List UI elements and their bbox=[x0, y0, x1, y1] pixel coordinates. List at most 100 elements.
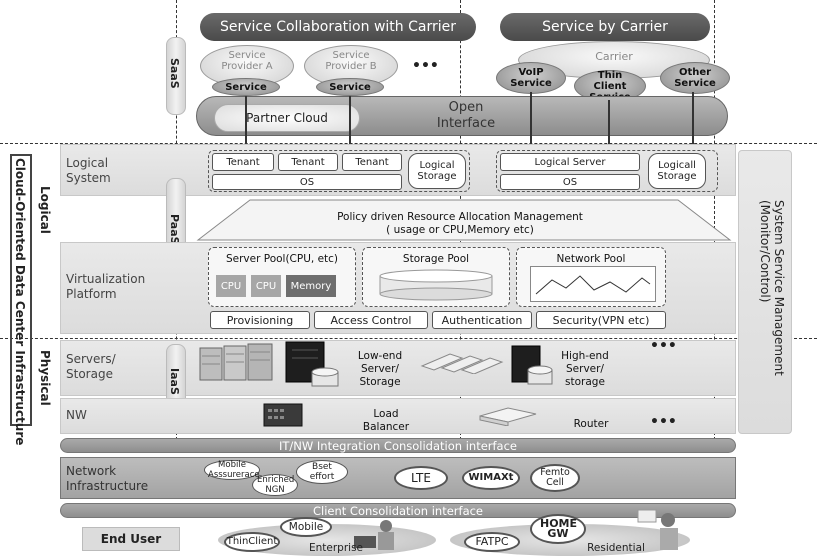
lte-oval: LTE bbox=[394, 466, 448, 490]
header-carrier-service: Service by Carrier bbox=[500, 13, 710, 41]
carrier-label: Carrier bbox=[595, 49, 633, 63]
cpu-box-1: CPU bbox=[216, 275, 246, 297]
logical-storage-right: Logicall Storage bbox=[648, 153, 706, 189]
storage-pool-label: Storage Pool bbox=[402, 253, 470, 265]
best-effort-oval: Bset effort bbox=[296, 460, 348, 484]
os-box-left: OS bbox=[212, 174, 402, 190]
end-user-box: End User bbox=[82, 527, 180, 551]
logical-server: Logical Server bbox=[500, 153, 640, 171]
connector bbox=[349, 96, 351, 152]
femto-cell-oval: Femto Cell bbox=[530, 464, 580, 492]
connector bbox=[245, 96, 247, 152]
lte-label: LTE bbox=[411, 471, 431, 485]
load-balancer-image bbox=[263, 403, 303, 427]
mobile-label: Mobile bbox=[288, 521, 324, 533]
header-collab: Service Collaboration with Carrier bbox=[200, 13, 476, 41]
cpu-1-label: CPU bbox=[220, 280, 242, 292]
memory-box: Memory bbox=[286, 275, 336, 297]
nw-band bbox=[60, 398, 736, 434]
security-box: Security(VPN etc) bbox=[536, 311, 666, 329]
connector bbox=[692, 92, 694, 152]
guide-line-right bbox=[714, 0, 715, 440]
enterprise-person-icon bbox=[354, 520, 394, 550]
low-end-storage-image bbox=[285, 341, 339, 387]
tenant-2-label: Tenant bbox=[291, 156, 325, 168]
fatpc-label: FATPC bbox=[475, 535, 509, 548]
residential-person-icon bbox=[637, 509, 678, 550]
cpu-box-2: CPU bbox=[251, 275, 281, 297]
logical-side-label: Logical bbox=[38, 186, 52, 234]
authentication-box: Authentication bbox=[432, 311, 532, 329]
other-service: Other Service bbox=[660, 62, 730, 94]
client-interface-label: Client Consolidation interface bbox=[312, 503, 484, 518]
policy-arrow bbox=[196, 199, 732, 241]
servers-label: Servers/ Storage bbox=[66, 352, 116, 381]
service-b: Service bbox=[316, 78, 384, 96]
wimax-oval: WIMAXt bbox=[462, 466, 520, 490]
left-title-frame bbox=[10, 154, 32, 426]
os-left-label: OS bbox=[299, 176, 315, 188]
voip-service: VoIP Service bbox=[496, 62, 566, 94]
provisioning-label: Provisioning bbox=[226, 313, 294, 327]
home-gw-label: HOME GW bbox=[540, 517, 578, 540]
thin-client-enduser-label: ThinClient bbox=[226, 536, 278, 547]
tenant-1-label: Tenant bbox=[226, 156, 260, 168]
connector bbox=[608, 100, 610, 152]
storage-pool-cylinder bbox=[379, 269, 493, 301]
tenant-2: Tenant bbox=[278, 153, 338, 171]
network-pool-graph bbox=[530, 266, 656, 302]
logical-storage-left-label: Logical Storage bbox=[417, 160, 457, 182]
high-end-label: High-end Server/ storage bbox=[561, 350, 609, 388]
router-image bbox=[479, 407, 537, 426]
nw-label: NW bbox=[66, 408, 87, 422]
paas-label: PaaS bbox=[168, 214, 181, 245]
high-end-storage-image bbox=[511, 345, 553, 385]
partner-cloud-label: Partner Cloud bbox=[246, 111, 328, 125]
logical-server-label: Logical Server bbox=[534, 156, 606, 168]
network-pool-label: Network Pool bbox=[556, 253, 626, 265]
access-control-box: Access Control bbox=[314, 311, 428, 329]
partner-cloud: Partner Cloud bbox=[214, 104, 360, 132]
it-nw-interface-band: IT/NW Integration Consolidation interfac… bbox=[60, 438, 736, 453]
nw-more-dots: ••• bbox=[650, 414, 677, 430]
service-a-label: Service bbox=[225, 81, 267, 93]
iaas-label: IaaS bbox=[168, 368, 181, 395]
security-label: Security(VPN etc) bbox=[552, 313, 650, 327]
it-nw-interface-label: IT/NW Integration Consolidation interfac… bbox=[278, 438, 518, 453]
layer-divider-physical bbox=[0, 338, 817, 339]
os-right-label: OS bbox=[562, 176, 578, 188]
layer-divider-top bbox=[0, 143, 817, 144]
left-title: Cloud-Oriented Data Center Infrastructur… bbox=[13, 158, 27, 446]
fatpc-oval: FATPC bbox=[464, 532, 520, 552]
policy-line-2: ( usage or CPU,Memory etc) bbox=[386, 224, 534, 236]
best-effort-label: Bset effort bbox=[309, 462, 335, 482]
connector bbox=[530, 92, 532, 152]
logical-storage-right-label: Logicall Storage bbox=[657, 160, 697, 182]
saas-label: SaaS bbox=[168, 58, 181, 89]
os-box-right: OS bbox=[500, 174, 640, 190]
enriched-ngn-label: Enriched NGN bbox=[257, 475, 295, 495]
logical-storage-left: Logical Storage bbox=[408, 153, 466, 189]
provider-a-label: Service Provider A bbox=[221, 50, 273, 72]
router-label: Router bbox=[573, 418, 609, 430]
cpu-2-label: CPU bbox=[255, 280, 277, 292]
mobile-assurance-oval: Mobile Asssurerace bbox=[204, 460, 260, 480]
saas-tab bbox=[166, 37, 186, 115]
mobile-assurance-label: Mobile Asssurerace bbox=[208, 460, 260, 480]
enterprise-label: Enterprise bbox=[308, 542, 363, 554]
access-control-label: Access Control bbox=[330, 313, 412, 327]
tenant-3: Tenant bbox=[342, 153, 402, 171]
enriched-ngn-oval: Enriched NGN bbox=[252, 474, 298, 496]
thin-client-oval: ThinClient bbox=[224, 532, 280, 552]
tenant-group bbox=[208, 150, 470, 192]
end-user-label: End User bbox=[100, 532, 162, 546]
provisioning-box: Provisioning bbox=[210, 311, 310, 329]
service-a: Service bbox=[212, 78, 280, 96]
server-pool-label: Server Pool(CPU, etc) bbox=[225, 253, 339, 265]
open-interface-label: Open Interface bbox=[436, 100, 496, 131]
system-service-management-panel bbox=[738, 150, 792, 434]
authentication-label: Authentication bbox=[441, 313, 523, 327]
mobile-oval: Mobile bbox=[280, 517, 332, 537]
physical-more-dots: ••• bbox=[650, 338, 677, 354]
network-infra-label: Network Infrastructure bbox=[66, 464, 149, 493]
